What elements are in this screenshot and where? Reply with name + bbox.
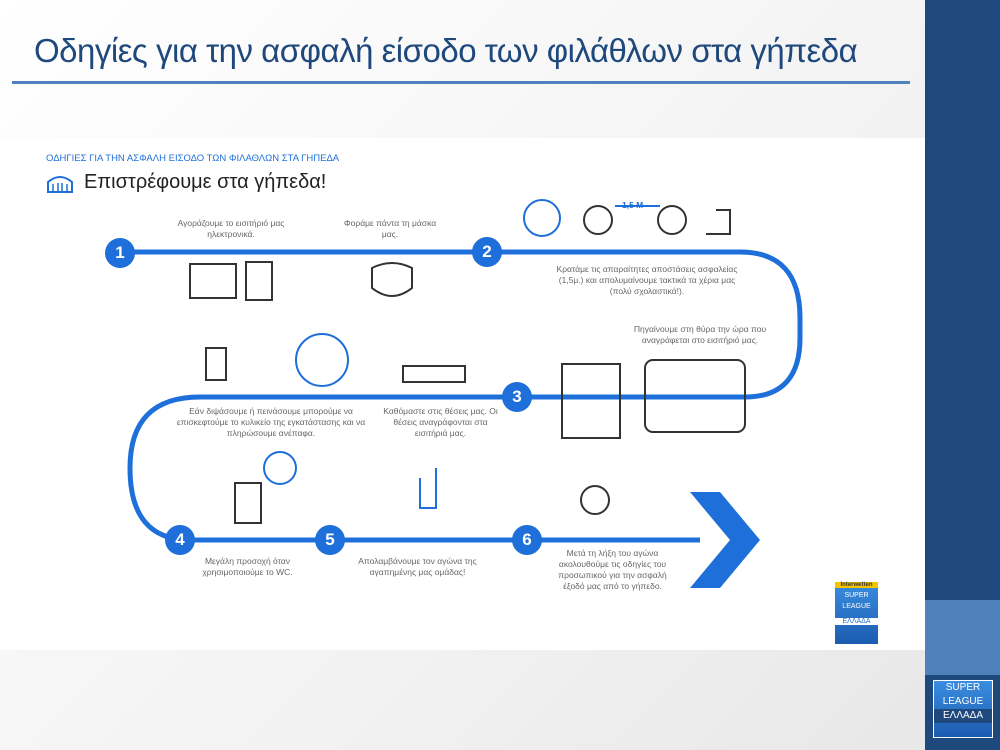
step-text: Απολαμβάνουμε τον αγώνα της αγαπημένης μ… [358, 556, 477, 577]
seats-icon [402, 365, 466, 383]
logo-line: SUPER [945, 682, 981, 693]
people-wc-icon [263, 451, 297, 485]
step-text: Μεγάλη προσοχή όταν χρησιμοποιούμε το WC… [202, 556, 293, 577]
whistle-icon [580, 485, 610, 515]
infographic-heading: Επιστρέφουμε στα γήπεδα! [84, 171, 327, 193]
stadium-field-icon [644, 359, 746, 433]
foam-finger-icon [419, 468, 437, 509]
side-bar-dark [925, 0, 1000, 600]
sponsor-label: Interwetten [835, 582, 878, 588]
slide-title: Οδηγίες για την ασφαλή είσοδο των φιλάθλ… [34, 32, 858, 69]
ticket-machine-icon [561, 363, 621, 439]
logo-line: LEAGUE [842, 603, 871, 610]
side-bar-light [925, 600, 1000, 675]
infographic: ΟΔΗΓΙΕΣ ΓΙΑ ΤΗΝ ΑΣΦΑΛΗ ΕΙΣΟΔΟ ΤΩΝ ΦΙΛΑΘΛ… [0, 138, 925, 650]
title-underline [12, 81, 910, 84]
mask-icon [371, 262, 413, 297]
distance-label: 1,5 M [622, 200, 644, 210]
vendor-icon [295, 333, 349, 387]
side-bar-logo-panel: SUPER LEAGUE ΕΛΛΑΔΑ [925, 675, 1000, 750]
step-text: Πηγαίνουμε στη θύρα την ώρα που αναγράφε… [633, 324, 767, 345]
route-path [120, 199, 803, 588]
infographic-kicker: ΟΔΗΓΙΕΣ ΓΙΑ ΤΗΝ ΑΣΦΑΛΗ ΕΙΣΟΔΟ ΤΩΝ ΦΙΛΑΘΛ… [46, 153, 340, 164]
sanitizer-icon [706, 209, 731, 235]
step-text: Κρατάμε τις απαραίτητες αποστάσεις ασφαλ… [556, 264, 738, 296]
super-league-logo: SUPER LEAGUE ΕΛΛΑΔΑ [933, 680, 993, 738]
logo-line: ΕΛΛΑΔΑ [835, 618, 878, 625]
step-marker: 6 [512, 525, 542, 555]
sponsor-logo: Interwetten SUPER LEAGUE ΕΛΛΑΔΑ [835, 582, 878, 644]
logo-line: LEAGUE [942, 696, 984, 707]
crowd-icon [523, 199, 561, 237]
step-marker: 5 [315, 525, 345, 555]
step-marker: 4 [165, 525, 195, 555]
step-text: Εάν διψάσουμε ή πεινάσουμε μπορούμε να ε… [176, 406, 366, 438]
people-icon [583, 205, 613, 235]
step-marker: 2 [472, 237, 502, 267]
drink-icon [205, 347, 227, 381]
step-marker: 1 [105, 238, 135, 268]
logo-line: SUPER [844, 592, 869, 599]
toilet-icon [234, 482, 262, 524]
step-marker: 3 [502, 382, 532, 412]
laptop-ticket-icon [189, 263, 237, 299]
arrow-head-icon [690, 492, 760, 588]
step-text: Καθόμαστε στις θέσεις μας. Οι θέσεις ανα… [383, 406, 498, 438]
stadium-icon [47, 176, 73, 193]
step-text: Αγοράζουμε το εισιτήριό μας ηλεκτρονικά. [177, 218, 285, 239]
step-text: Μετά τη λήξη του αγώνα ακολουθούμε τις ο… [558, 548, 667, 591]
logo-line: ΕΛΛΑΔΑ [934, 709, 992, 723]
step-text: Φοράμε πάντα τη μάσκα μας. [343, 218, 437, 239]
